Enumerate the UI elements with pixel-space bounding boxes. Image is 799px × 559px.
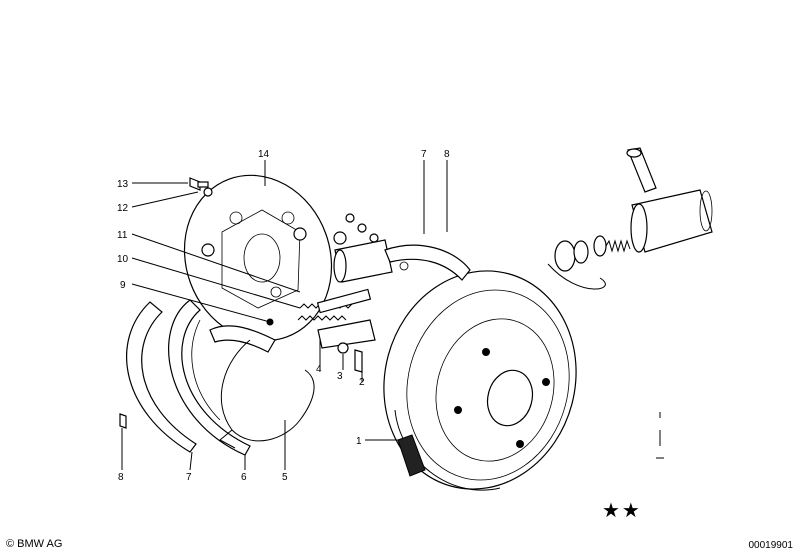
brake-drum [383, 270, 577, 491]
callout-7-top: 7 [421, 149, 427, 160]
wheel-cylinder-mounted [333, 231, 471, 283]
callout-10: 10 [117, 254, 129, 265]
backing-plate [183, 174, 333, 342]
callout-14: 14 [258, 149, 270, 160]
callout-11: 11 [117, 230, 128, 241]
star-marks: ★★ [602, 500, 642, 522]
callout-6: 6 [241, 472, 247, 483]
leader-lines [121, 160, 448, 471]
callout-2: 2 [359, 377, 365, 388]
callout-9: 9 [120, 280, 126, 291]
callout-3: 3 [337, 371, 343, 382]
callout-4: 4 [316, 364, 322, 375]
callout-13: 13 [117, 179, 129, 190]
diagram-number: 00019901 [748, 540, 794, 551]
callout-5: 5 [282, 472, 288, 483]
fasteners [119, 177, 379, 429]
brake-shoes [126, 299, 276, 456]
edge-marks [656, 412, 664, 459]
wheel-cylinder-exploded [547, 147, 713, 290]
callout-7-bottom: 7 [186, 472, 192, 483]
callout-1: 1 [356, 436, 362, 447]
retaining-spring [219, 339, 315, 449]
callout-8-top: 8 [444, 149, 450, 160]
copyright: © BMW AG [6, 538, 63, 550]
springs-adjuster [266, 288, 376, 349]
callout-8-bottom: 8 [118, 472, 124, 483]
callout-12: 12 [117, 203, 129, 214]
